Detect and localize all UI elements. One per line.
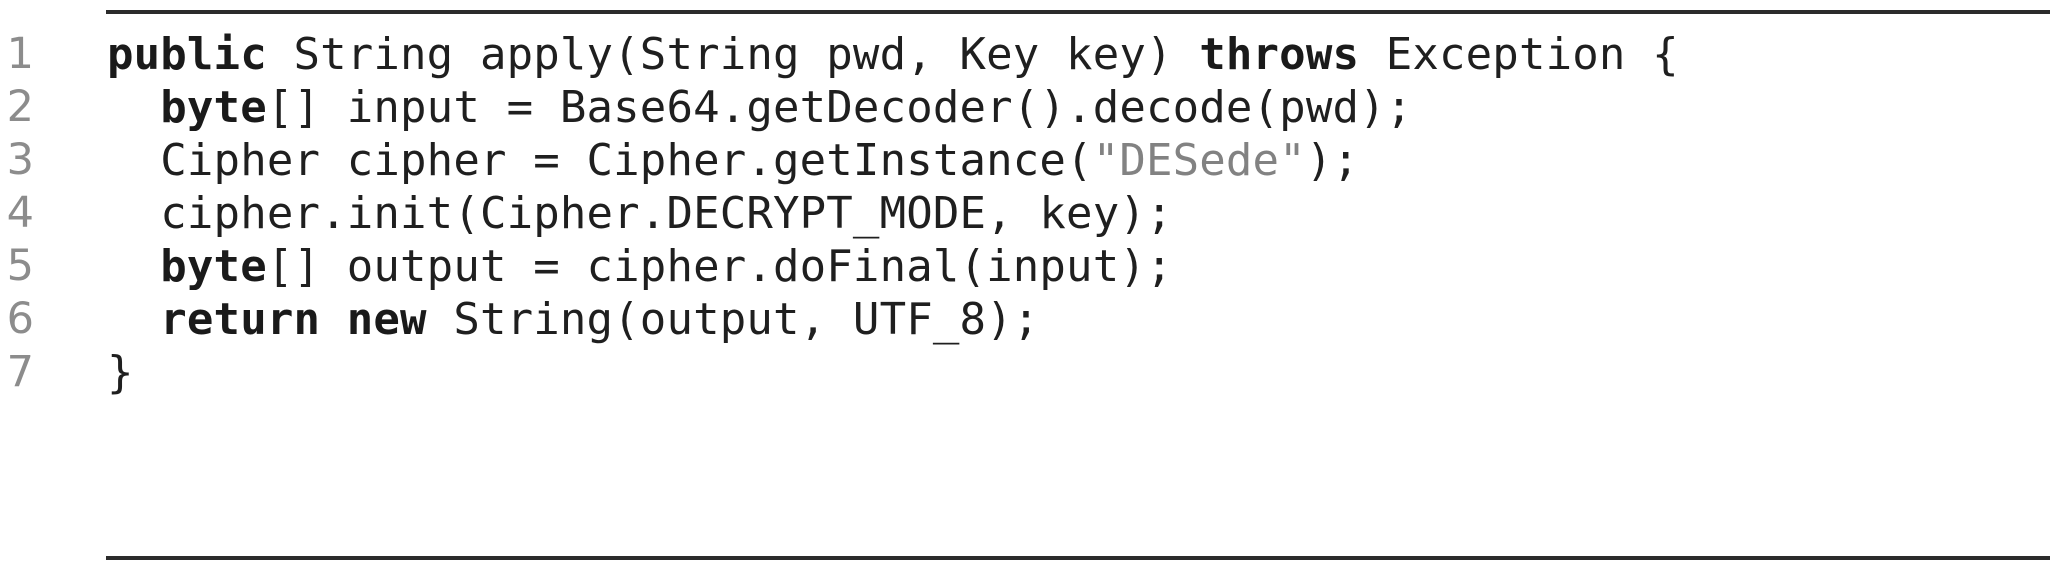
code-token-plain <box>320 294 347 345</box>
line-number: 4 <box>6 188 34 238</box>
code-token-plain <box>107 294 160 345</box>
line-code: public String apply(String pwd, Key key)… <box>107 28 1679 81</box>
line-code: byte[] output = cipher.doFinal(input); <box>107 240 1173 293</box>
code-line: 7} <box>0 346 2050 399</box>
code-token-plain: } <box>107 347 134 398</box>
line-code: byte[] input = Base64.getDecoder().decod… <box>107 81 1412 134</box>
listing-top-rule <box>106 10 2050 14</box>
code-token-keyword: public <box>107 29 267 80</box>
code-line: 6 return new String(output, UTF_8); <box>0 293 2050 346</box>
code-token-keyword: return <box>160 294 321 345</box>
code-line: 2 byte[] input = Base64.getDecoder().dec… <box>0 81 2050 134</box>
code-line: 4 cipher.init(Cipher.DECRYPT_MODE, key); <box>0 187 2050 240</box>
code-line: 3 Cipher cipher = Cipher.getInstance("DE… <box>0 134 2050 187</box>
code-token-plain: [] input = Base64.getDecoder().decode(pw… <box>266 82 1413 133</box>
code-token-keyword: byte <box>160 241 267 292</box>
code-line: 1 public String apply(String pwd, Key key… <box>0 28 2050 81</box>
line-number: 5 <box>6 241 34 291</box>
listing-bottom-rule <box>106 556 2050 560</box>
line-number: 6 <box>6 294 34 344</box>
code-token-keyword: byte <box>160 82 267 133</box>
line-number: 7 <box>6 347 34 397</box>
code-token-plain: [] output = cipher.doFinal(input); <box>266 241 1173 292</box>
code-token-plain: ); <box>1305 135 1360 186</box>
code-token-plain: String apply(String pwd, Key key) <box>266 29 1200 80</box>
code-token-plain: String(output, UTF_8); <box>426 294 1040 345</box>
code-token-plain: cipher.init(Cipher.DECRYPT_MODE, key); <box>107 188 1173 239</box>
line-number: 2 <box>6 82 34 132</box>
line-number: 3 <box>6 135 34 185</box>
code-token-string: "DESede" <box>1092 135 1306 186</box>
line-number: 1 <box>6 29 34 79</box>
code-token-plain: Cipher cipher = Cipher.getInstance( <box>107 135 1093 186</box>
code-lines-container: 1 public String apply(String pwd, Key key… <box>0 28 2050 399</box>
code-line: 5 byte[] output = cipher.doFinal(input); <box>0 240 2050 293</box>
line-code: Cipher cipher = Cipher.getInstance("DESe… <box>107 134 1359 187</box>
code-token-plain: Exception { <box>1359 29 1679 80</box>
code-token-keyword: throws <box>1199 29 1360 80</box>
code-token-keyword: new <box>346 294 427 345</box>
line-code: } <box>107 346 134 399</box>
code-token-plain <box>107 82 160 133</box>
line-code: return new String(output, UTF_8); <box>107 293 1039 346</box>
code-token-plain <box>107 241 160 292</box>
line-code: cipher.init(Cipher.DECRYPT_MODE, key); <box>107 187 1173 240</box>
